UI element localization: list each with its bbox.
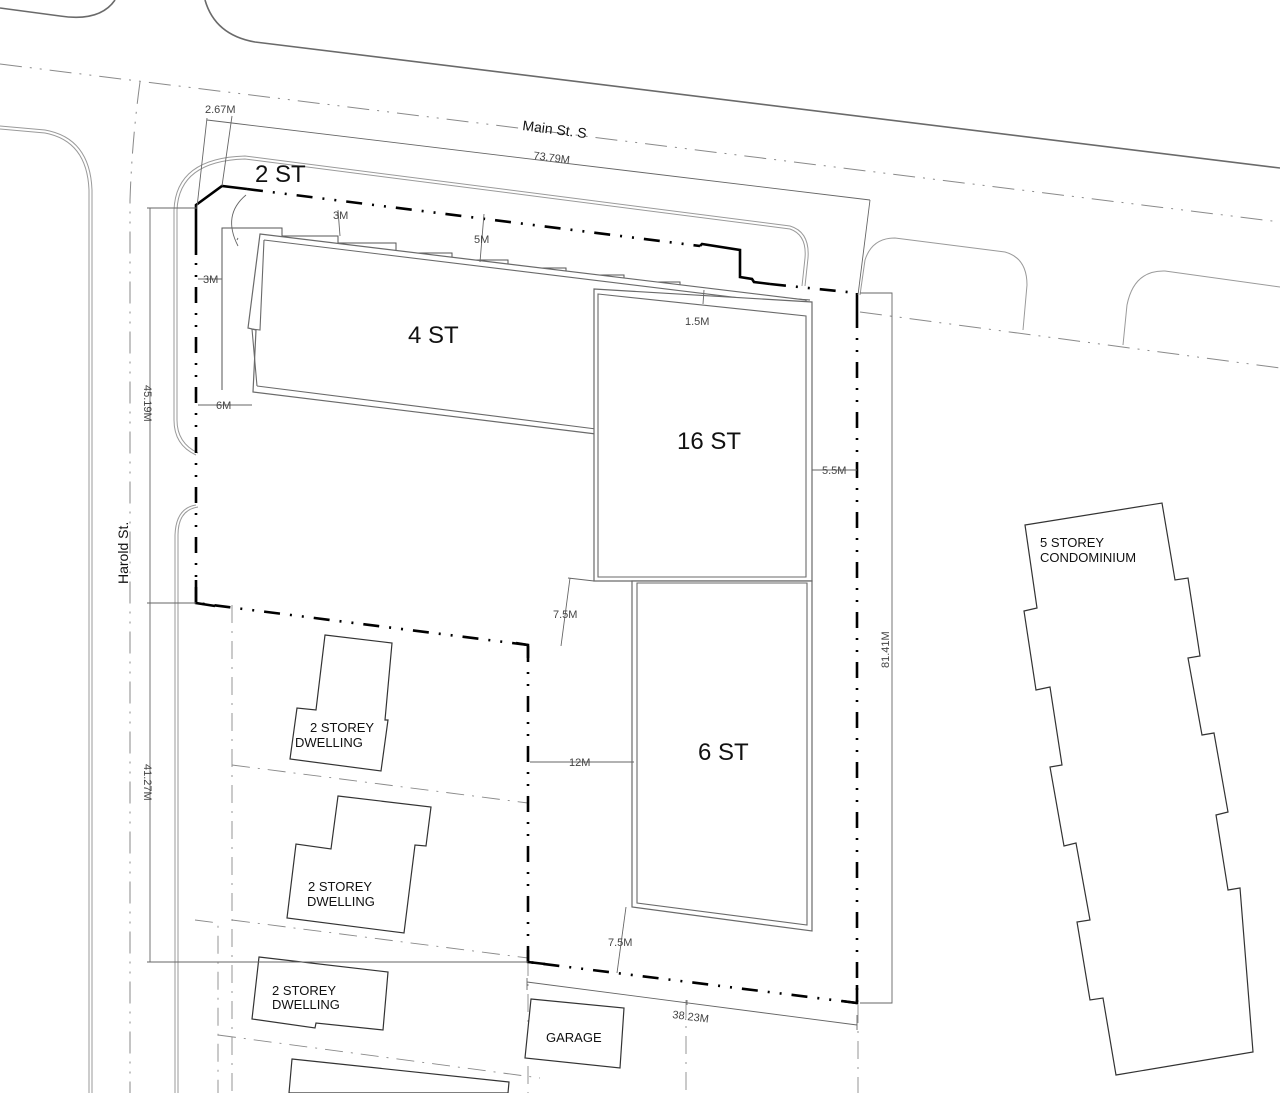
dim-stepback-3m-top: 3M <box>333 210 348 222</box>
dwelling-2-footprint <box>286 795 432 934</box>
dim-depth-east: 81.41M <box>880 631 892 668</box>
dimension-labels: 2.67M 73.79M 3M 5M 3M 6M 1.5M 5.5M 7.5M … <box>141 104 892 1026</box>
condominium-footprint <box>1023 502 1254 1076</box>
dim-setback-7-5m-mid: 7.5M <box>553 609 577 621</box>
dim-depth-harold-north: 45.19M <box>141 385 153 422</box>
condo-label-line1: 5 STOREY <box>1040 535 1104 550</box>
dim-setback-5-5m: 5.5M <box>822 465 846 477</box>
building-label-6st: 6 ST <box>698 739 749 766</box>
dwelling-2-label-line1: 2 STOREY <box>308 879 372 894</box>
building-label-2st: 2 ST <box>255 161 306 188</box>
curb-site-corner <box>173 155 809 456</box>
dim-frontage-main: 73.79M <box>533 150 571 167</box>
right-of-way-lines <box>0 63 1280 1093</box>
dwelling-3-footprint <box>251 956 389 1031</box>
dim-stepback-5m: 5M <box>474 234 489 246</box>
curb-harold-west <box>0 125 93 1093</box>
garage-footprint <box>524 998 625 1069</box>
dim-setback-6m: 6M <box>216 400 231 412</box>
row-harold-west <box>129 81 141 1093</box>
street-label-main: Main St. S <box>522 117 588 141</box>
curb-nw <box>0 0 116 19</box>
dim-separation-12m: 12M <box>569 757 590 769</box>
building-label-4st: 4 ST <box>408 322 459 349</box>
dwelling-2-label-line2: DWELLING <box>307 894 375 909</box>
dwelling-4-footprint <box>288 1058 510 1093</box>
dwelling-1-label-line2: DWELLING <box>295 735 363 750</box>
building-label-16st: 16 ST <box>677 428 741 455</box>
garage-label: GARAGE <box>546 1030 602 1045</box>
row-main-north <box>0 63 1280 223</box>
street-label-harold: Harold St. <box>115 522 131 584</box>
dimension-lines <box>147 115 893 1030</box>
condo-label-line2: CONDOMINIUM <box>1040 550 1136 565</box>
dwelling-3-label-line1: 2 STOREY <box>272 983 336 998</box>
dim-setback-7-5m-rear: 7.5M <box>608 937 632 949</box>
dim-frontage-rear: 38.23M <box>672 1009 710 1026</box>
row-main-south-east <box>859 311 1280 369</box>
building-6-storey <box>631 580 813 932</box>
curb-driveway-1 <box>859 237 1028 331</box>
curb-harold-east <box>174 504 197 1093</box>
dwelling-1-footprint <box>289 634 393 772</box>
dim-corner-offset: 2.67M <box>205 104 236 116</box>
dwelling-3-label-line2: DWELLING <box>272 997 340 1012</box>
site-boundary <box>194 184 859 1005</box>
curb-main-north <box>204 0 1280 169</box>
dim-stepback-3m-side: 3M <box>203 274 218 286</box>
dim-stepback-1-5m: 1.5M <box>685 316 709 328</box>
dim-depth-harold-south: 41.27M <box>141 764 153 801</box>
curb-driveway-2 <box>1122 270 1280 346</box>
dwelling-1-label-line1: 2 STOREY <box>310 720 374 735</box>
